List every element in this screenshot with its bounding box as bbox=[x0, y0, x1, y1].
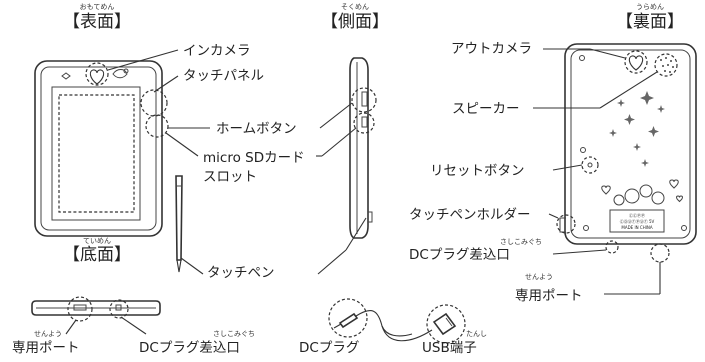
home-button-label: ホームボタン bbox=[216, 121, 297, 137]
screw-icon bbox=[580, 147, 586, 153]
side-home-callout bbox=[351, 87, 377, 113]
bottom-port-ruby: せんよう bbox=[34, 330, 62, 338]
home-button-shape[interactable] bbox=[361, 91, 368, 107]
reset-button-shape[interactable] bbox=[587, 162, 593, 168]
touch-pen-label: タッチペン bbox=[207, 265, 275, 281]
bottom-dc-callout bbox=[109, 299, 129, 319]
side-microsd-callout bbox=[353, 112, 375, 134]
speaker-label: スピーカー bbox=[452, 101, 520, 117]
front-deco-right bbox=[112, 69, 128, 79]
side-heading: 【側面】 bbox=[321, 12, 389, 32]
microsd-slot-label-line1: micro SDカード bbox=[203, 150, 305, 166]
back-dc-callout bbox=[605, 240, 619, 254]
back-dc-inlet-ruby: さしこみぐち bbox=[500, 238, 542, 246]
screw-icon bbox=[583, 225, 589, 231]
touch-panel-area bbox=[58, 94, 135, 213]
bottom-port-shape[interactable] bbox=[73, 304, 87, 311]
front-camera-label: インカメラ bbox=[183, 43, 251, 59]
screw-icon bbox=[579, 55, 585, 61]
side-body bbox=[349, 57, 369, 239]
bottom-dc-shape[interactable] bbox=[115, 304, 122, 311]
front-deco-left bbox=[61, 72, 71, 80]
touch-pen bbox=[175, 175, 183, 273]
front-heading-ruby: おもてめん bbox=[80, 3, 115, 11]
speaker-grille bbox=[660, 57, 674, 73]
pen-holder-callout bbox=[556, 214, 576, 234]
back-heading-ruby: うらめん bbox=[636, 3, 664, 11]
screen-frame bbox=[51, 86, 141, 221]
side-heading-ruby: そくめん bbox=[341, 3, 369, 11]
microsd-slot-shape[interactable] bbox=[361, 116, 368, 128]
front-bezel bbox=[40, 66, 157, 231]
bottom-heading: 【底面】 bbox=[63, 245, 131, 265]
front-view bbox=[34, 60, 169, 237]
usb-connector-icon bbox=[432, 312, 457, 336]
pen-shaft bbox=[175, 175, 183, 261]
back-port-callout bbox=[650, 243, 670, 263]
plate-line1: ⒸⒸⓅⓅ bbox=[629, 212, 645, 218]
usb-terminal-ruby: たんし bbox=[466, 330, 487, 338]
rear-camera-heart-icon bbox=[628, 55, 644, 71]
pen-holder-label: タッチペンホルダー bbox=[409, 207, 531, 223]
sparkle-decoration bbox=[609, 91, 665, 167]
back-heading: 【裏面】 bbox=[616, 11, 684, 32]
dc-plug-callout bbox=[328, 298, 368, 338]
rear-camera-label: アウトカメラ bbox=[451, 41, 532, 57]
bottom-port-label: 専用ポート bbox=[12, 340, 80, 356]
pen-holder-shape bbox=[368, 211, 373, 223]
back-view: ⒸⒸⓅⓅ ⒸⓄⓊⓉⓅⓊⓉ 5V MADE IN CHINA bbox=[556, 43, 697, 263]
front-body bbox=[34, 60, 163, 237]
front-camera-heart-icon bbox=[89, 69, 105, 85]
front-home-callout bbox=[145, 114, 169, 138]
back-label-plate bbox=[609, 209, 665, 233]
front-deco-dot bbox=[123, 68, 129, 74]
bottom-dc-ruby: さしこみぐち bbox=[213, 330, 255, 338]
speaker-callout bbox=[654, 53, 678, 77]
front-heading: 【表面】 bbox=[63, 12, 131, 32]
back-body bbox=[564, 43, 697, 245]
touch-panel-label: タッチパネル bbox=[183, 68, 264, 84]
bottom-view bbox=[31, 296, 161, 322]
dc-plug-icon bbox=[338, 312, 359, 329]
back-port-ruby: せんよう bbox=[525, 273, 553, 281]
plate-line3: MADE IN CHINA bbox=[621, 225, 652, 230]
side-view bbox=[349, 57, 377, 239]
screw-icon bbox=[681, 225, 687, 231]
bottom-dc-label: DCプラグ差込口 bbox=[139, 340, 240, 356]
front-camera-callout bbox=[85, 62, 109, 86]
usb-terminal-label: USB端子 bbox=[422, 340, 477, 356]
back-inner bbox=[570, 49, 691, 239]
bottom-port-callout bbox=[67, 296, 93, 322]
rear-camera-callout bbox=[624, 50, 648, 74]
dc-plug-label: DCプラグ bbox=[299, 340, 359, 356]
touch-panel-callout bbox=[140, 89, 168, 117]
reset-button-label: リセットボタン bbox=[430, 163, 525, 179]
bottom-heading-ruby: ていめん bbox=[83, 237, 111, 245]
flower-decoration bbox=[601, 179, 683, 206]
microsd-slot-label-line2: スロット bbox=[203, 169, 257, 185]
back-dc-inlet-label: DCプラグ差込口 bbox=[409, 247, 510, 263]
plate-line2: ⒸⓄⓊⓉⓅⓊⓉ 5V bbox=[620, 218, 655, 224]
pen-tip bbox=[176, 259, 182, 273]
usb-callout bbox=[426, 304, 466, 344]
reset-button-callout bbox=[581, 156, 599, 174]
usb-cable bbox=[328, 298, 466, 344]
back-port-label: 専用ポート bbox=[515, 288, 583, 304]
